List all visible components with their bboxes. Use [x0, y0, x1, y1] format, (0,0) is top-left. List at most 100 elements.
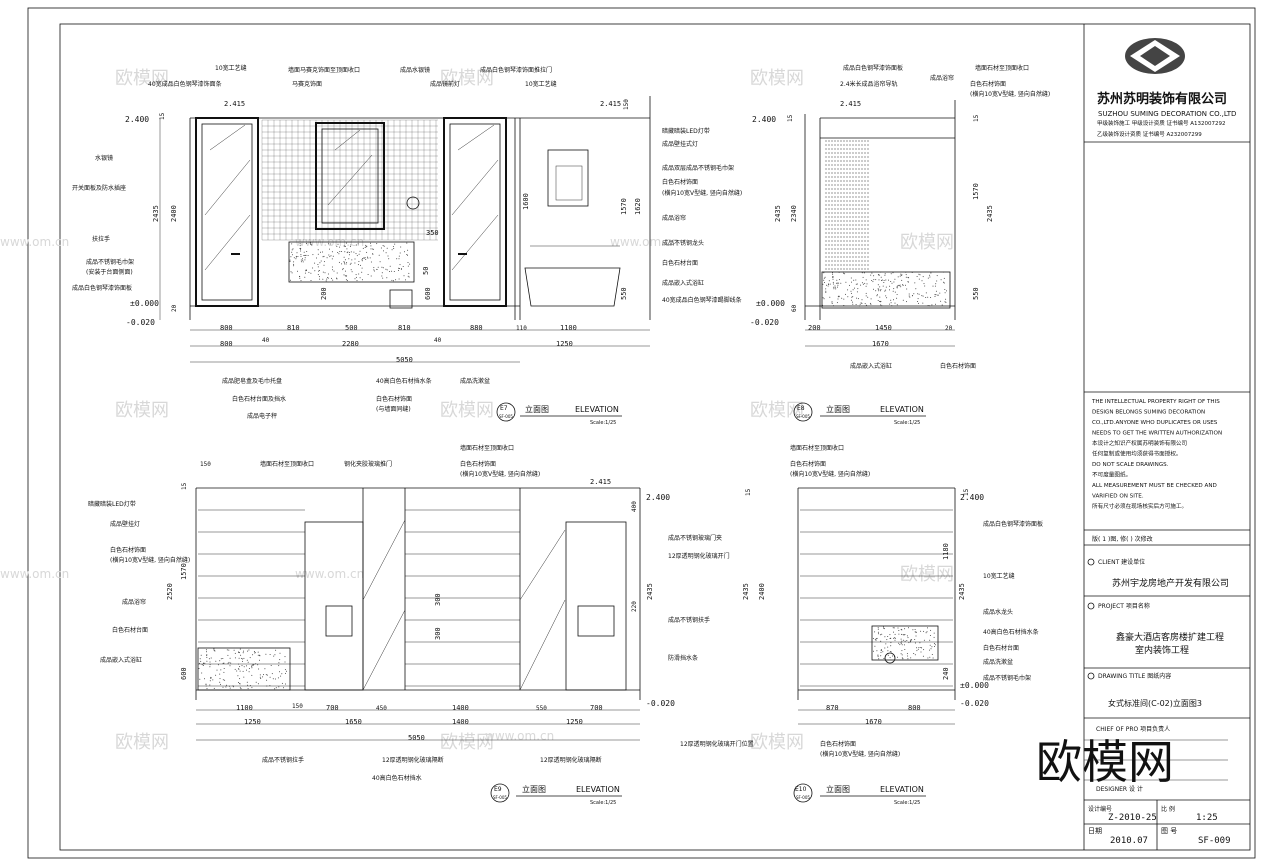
svg-text:水银镜: 水银镜 [95, 154, 113, 162]
svg-text:110: 110 [516, 325, 527, 332]
svg-text:1670: 1670 [865, 718, 882, 726]
title-block: 苏州苏明装饰有限公司 SUZHOU SUMING DECORATION CO.,… [1036, 38, 1250, 850]
svg-text:60: 60 [791, 304, 798, 312]
svg-text:DRAWING TITLE 图纸内容: DRAWING TITLE 图纸内容 [1098, 672, 1171, 680]
watermark-text: 欧模网 [115, 732, 169, 753]
svg-text:成品浴帘: 成品浴帘 [662, 214, 686, 222]
svg-text:图 号: 图 号 [1161, 827, 1177, 835]
svg-text:Scale:1/25: Scale:1/25 [590, 800, 616, 806]
svg-text:2.400: 2.400 [960, 493, 984, 502]
svg-text:(横向10宽V型缝, 竖向自然缝): (横向10宽V型缝, 竖向自然缝) [110, 556, 190, 564]
svg-text:(与墙面同缝): (与墙面同缝) [376, 405, 411, 413]
watermark-text: 欧模网 [750, 400, 804, 421]
svg-text:CHIEF OF PRO 项目负责人: CHIEF OF PRO 项目负责人 [1096, 725, 1170, 733]
elevation-e8: 2.400 ±0.000 -0.020 2.415 15 2435 2340 6… [750, 64, 1050, 426]
svg-text:2340: 2340 [790, 205, 798, 222]
svg-text:E9: E9 [494, 786, 502, 793]
watermark-text: 欧模网 [440, 68, 494, 89]
svg-text:白色石材台面: 白色石材台面 [983, 644, 1019, 652]
svg-text:成品洗漱盆: 成品洗漱盆 [460, 377, 490, 385]
svg-text:12厚透明钢化玻璃开门: 12厚透明钢化玻璃开门 [668, 552, 730, 560]
svg-text:150: 150 [292, 703, 303, 710]
svg-text:成品肥皂盒及毛巾托盘: 成品肥皂盒及毛巾托盘 [222, 377, 282, 385]
svg-text:成品不锈钢毛巾架: 成品不锈钢毛巾架 [983, 674, 1031, 682]
svg-text:800: 800 [908, 704, 921, 712]
svg-text:SUZHOU SUMING DECORATION CO.,L: SUZHOU SUMING DECORATION CO.,LTD [1098, 110, 1236, 118]
svg-text:成品水银镜: 成品水银镜 [400, 66, 430, 74]
svg-text:1400: 1400 [452, 704, 469, 712]
svg-text:成品白色钢琴漆饰面板: 成品白色钢琴漆饰面板 [72, 284, 132, 292]
svg-text:成品嵌入式浴缸: 成品嵌入式浴缸 [100, 656, 142, 664]
svg-text:(横向10宽V型缝, 竖向自然缝): (横向10宽V型缝, 竖向自然缝) [662, 189, 742, 197]
svg-text:成品双层成品不锈钢毛巾架: 成品双层成品不锈钢毛巾架 [662, 164, 734, 172]
svg-text:成品嵌入式浴缸: 成品嵌入式浴缸 [850, 362, 892, 370]
svg-text:2.400: 2.400 [752, 115, 776, 124]
svg-text:1100: 1100 [560, 324, 577, 332]
svg-text:2435: 2435 [958, 583, 966, 600]
svg-text:1400: 1400 [452, 718, 469, 726]
svg-text:600: 600 [180, 667, 188, 680]
svg-text:10宽工艺缝: 10宽工艺缝 [215, 64, 247, 72]
notice-line: DO NOT SCALE DRAWINGS. [1092, 462, 1169, 468]
svg-text:350: 350 [426, 229, 439, 237]
svg-text:Scale:1/25: Scale:1/25 [894, 420, 920, 426]
svg-text:810: 810 [287, 324, 300, 332]
svg-text:15: 15 [963, 488, 970, 496]
watermark-text: 欧模网 [440, 732, 494, 753]
watermarks: 欧模网 欧模网 欧模网 欧模网 欧模网 欧模网 欧模网 欧模网 欧模网 欧模网 … [0, 68, 954, 753]
svg-text:SF-005: SF-005 [499, 414, 513, 419]
svg-text:10宽工艺缝: 10宽工艺缝 [983, 572, 1015, 580]
notice-line: 任何复制或使用均须获得书面授权。 [1092, 450, 1182, 458]
elevation-e10: 2.400 ±0.000 -0.020 15 2435 2400 15 1180… [680, 444, 1043, 806]
svg-text:±0.000: ±0.000 [130, 299, 159, 308]
svg-text:成品不锈钢玻璃门夹: 成品不锈钢玻璃门夹 [668, 534, 722, 542]
svg-text:成品壁挂式灯: 成品壁挂式灯 [662, 140, 698, 148]
svg-text:1180: 1180 [942, 543, 950, 560]
svg-text:SF-005: SF-005 [796, 414, 810, 419]
svg-text:(横向10宽V型缝, 竖向自然缝): (横向10宽V型缝, 竖向自然缝) [460, 470, 540, 478]
big-watermark: 欧模网 [1036, 735, 1174, 789]
client-name: 苏州宇龙房地产开发有限公司 [1112, 577, 1229, 589]
svg-text:成品不锈钢拉手: 成品不锈钢拉手 [262, 756, 304, 764]
bathtub [821, 271, 951, 309]
svg-text:2.400: 2.400 [646, 493, 670, 502]
svg-text:成品不锈钢龙头: 成品不锈钢龙头 [662, 239, 704, 247]
svg-text:15: 15 [745, 488, 752, 496]
svg-text:450: 450 [376, 705, 387, 712]
svg-text:300: 300 [434, 593, 442, 606]
svg-text:2.415: 2.415 [224, 100, 245, 108]
svg-text:1250: 1250 [244, 718, 261, 726]
svg-text:40高白色石材挡水条: 40高白色石材挡水条 [983, 628, 1039, 636]
vanity-counter [288, 241, 415, 283]
bathtub-e9 [197, 647, 291, 691]
svg-text:800: 800 [220, 340, 233, 348]
svg-text:220: 220 [631, 601, 638, 612]
svg-text:墙面石材至顶面收口: 墙面石材至顶面收口 [260, 460, 314, 468]
svg-text:白色石材饰面: 白色石材饰面 [820, 740, 856, 748]
svg-text:2520: 2520 [166, 583, 174, 600]
e7-labels: 40宽成品白色钢琴漆饰面条 10宽工艺缝 墙面马赛克饰面至顶面收口 马赛克饰面 … [72, 64, 742, 420]
svg-text:立面图: 立面图 [525, 404, 549, 414]
svg-text:-0.020: -0.020 [646, 699, 675, 708]
svg-text:40高白色石材挡水: 40高白色石材挡水 [372, 774, 422, 782]
svg-text:SF-009: SF-009 [1198, 836, 1231, 846]
svg-text:40: 40 [262, 337, 270, 344]
svg-text:1600: 1600 [522, 193, 530, 210]
svg-text:成品浴帘: 成品浴帘 [122, 598, 146, 606]
svg-text:2435: 2435 [646, 583, 654, 600]
svg-text:成品不锈钢扶手: 成品不锈钢扶手 [668, 616, 710, 624]
svg-text:2435: 2435 [152, 205, 160, 222]
svg-text:ELEVATION: ELEVATION [880, 785, 924, 794]
svg-text:±0.000: ±0.000 [756, 299, 785, 308]
svg-text:10宽工艺缝: 10宽工艺缝 [525, 80, 557, 88]
svg-text:白色石材饰面: 白色石材饰面 [790, 460, 826, 468]
svg-text:SF-005: SF-005 [493, 795, 507, 800]
svg-text:成品壁挂灯: 成品壁挂灯 [110, 520, 140, 528]
svg-text:2280: 2280 [342, 340, 359, 348]
glass-door [565, 521, 627, 691]
svg-text:墙面石材至顶面收口: 墙面石材至顶面收口 [460, 444, 514, 452]
svg-text:1570: 1570 [620, 198, 628, 215]
svg-text:成品不锈钢毛巾架: 成品不锈钢毛巾架 [86, 258, 134, 266]
svg-text:5050: 5050 [396, 356, 413, 364]
inner-border [59, 23, 1251, 851]
